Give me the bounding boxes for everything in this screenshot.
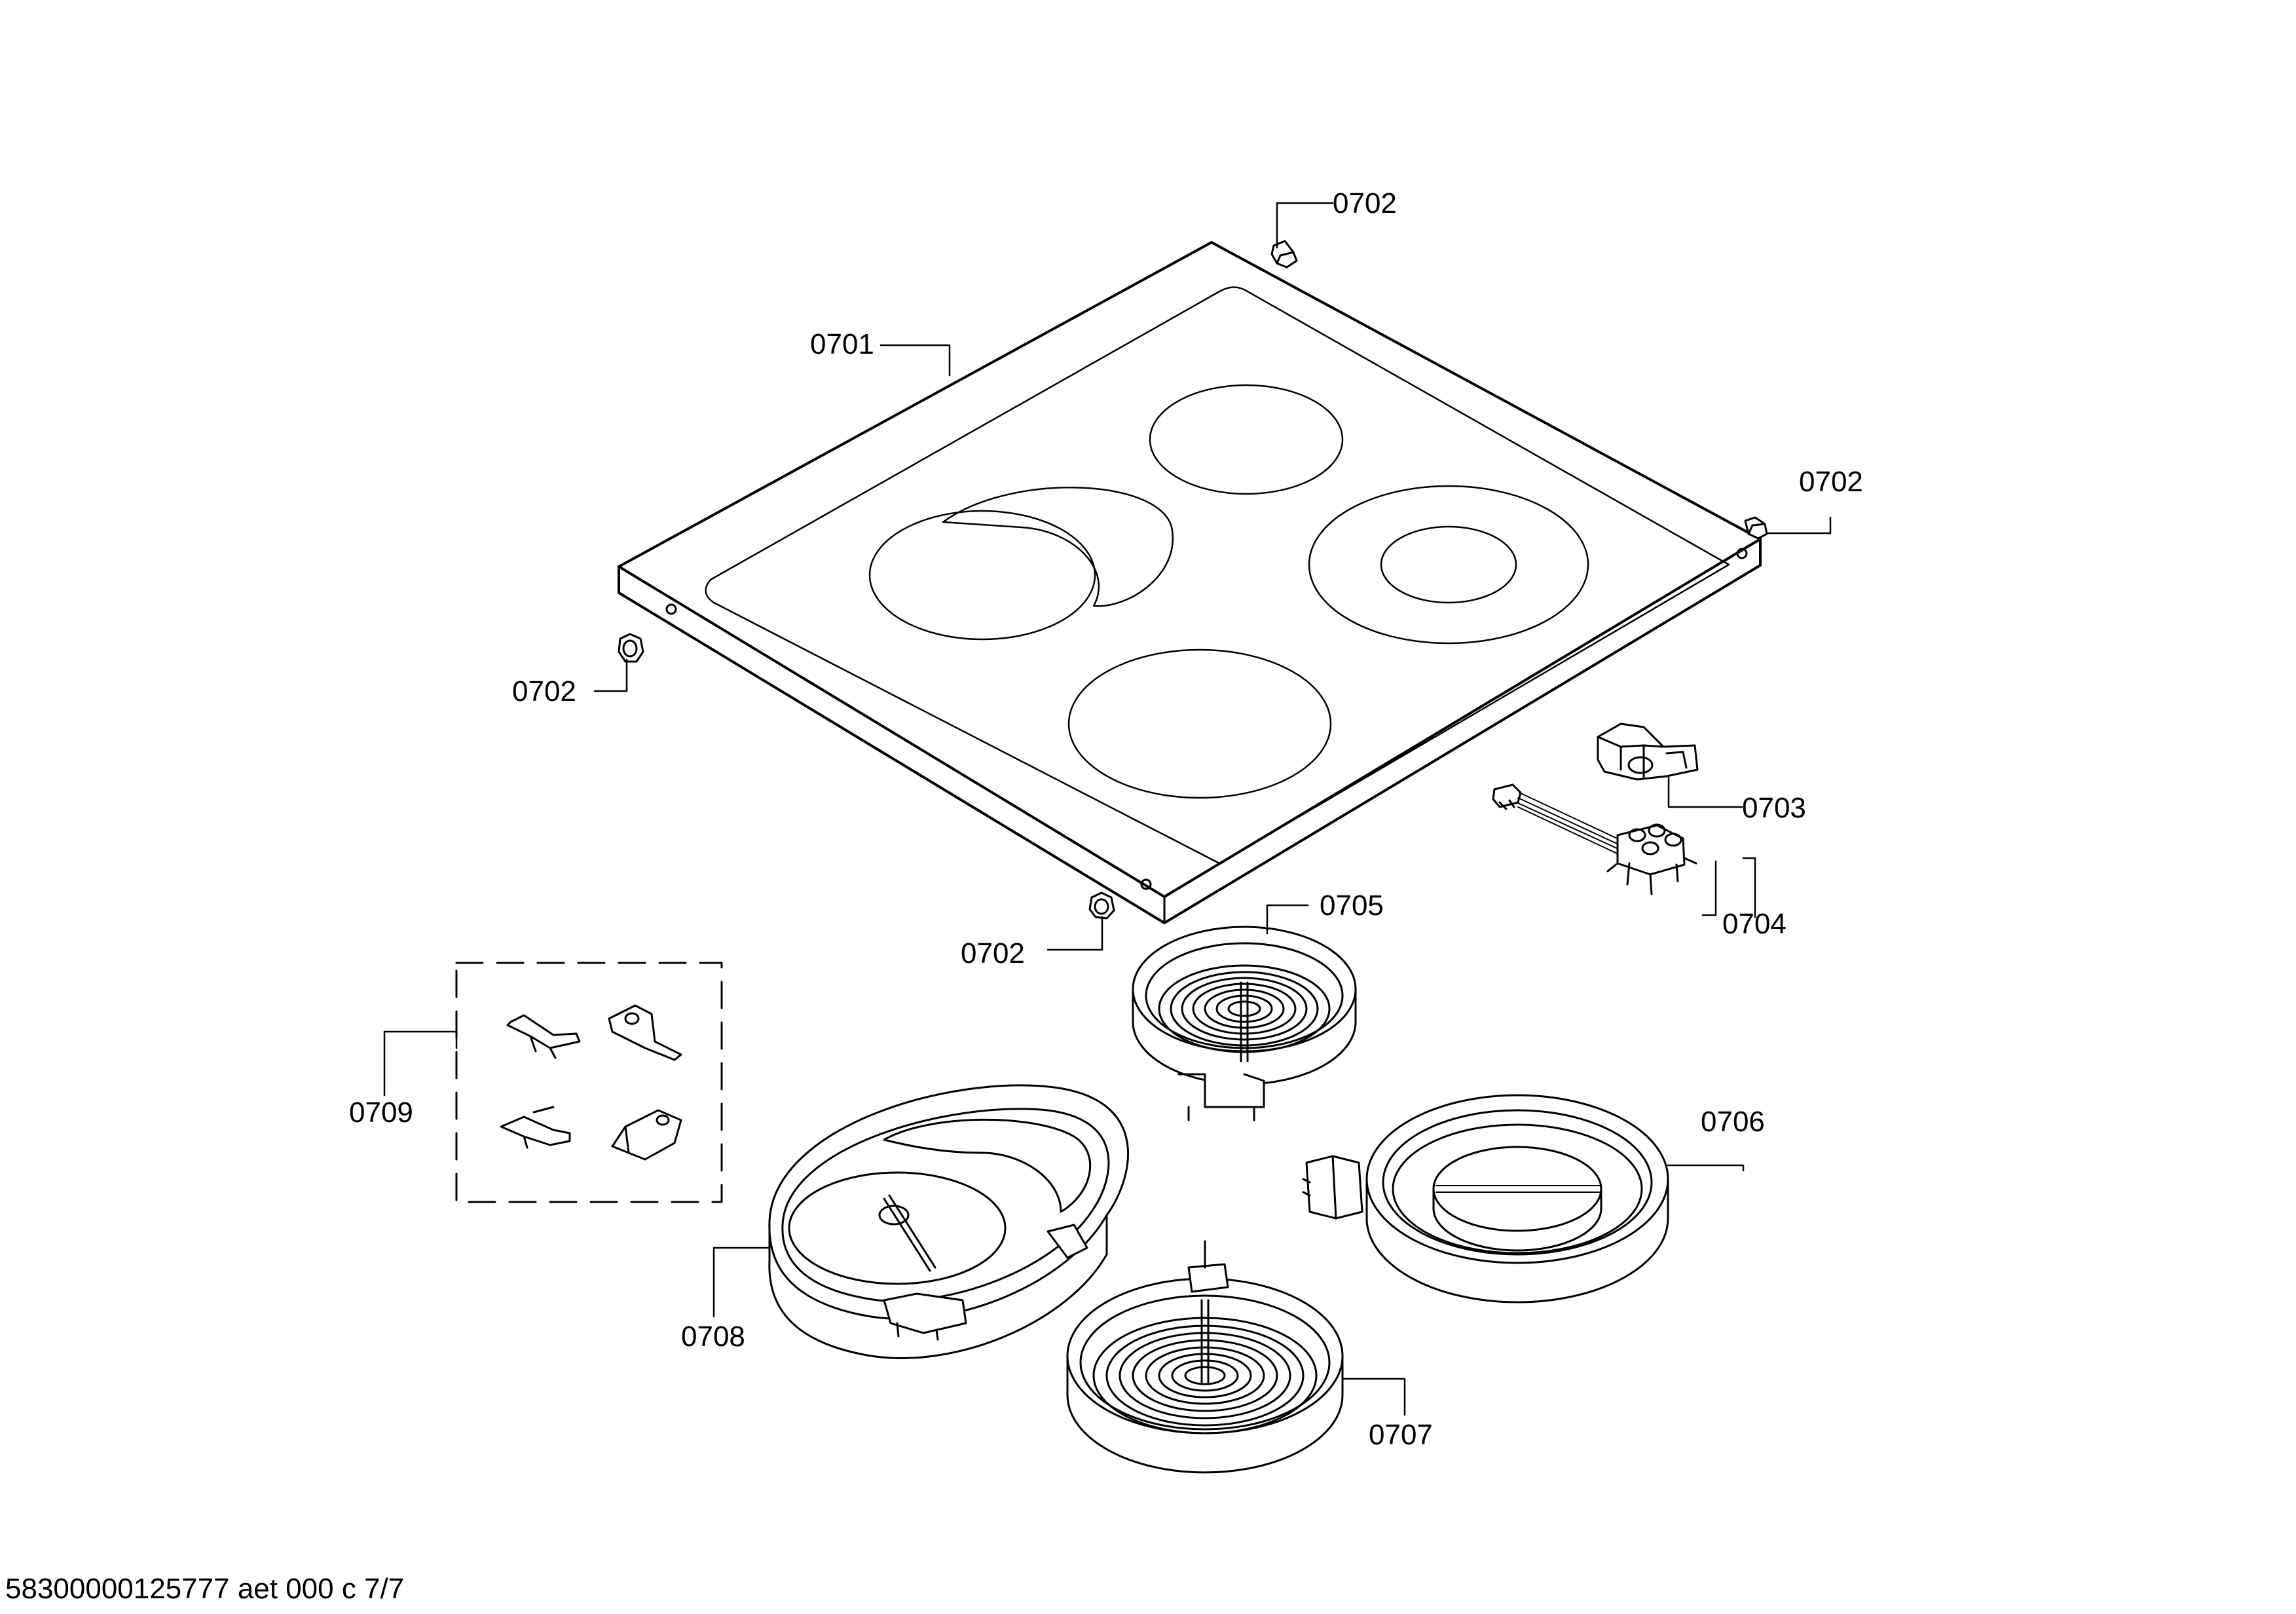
label-right-clip: 0702 (1799, 466, 1863, 498)
connector-cover[interactable] (1597, 723, 1699, 781)
label-large-heater: 0707 (1369, 1419, 1433, 1451)
zone-right-dual (1308, 485, 1589, 645)
label-oval-heater: 0708 (681, 1321, 745, 1353)
label-left-clip: 0702 (512, 675, 576, 707)
document-code: 58300000125777 aet 000 c 7/7 (5, 1573, 404, 1605)
clip-left[interactable] (618, 633, 644, 663)
label-small-heater: 0705 (1320, 890, 1384, 922)
label-clip-set: 0709 (349, 1097, 413, 1129)
clip-set-item-2 (608, 1004, 682, 1061)
label-front-clip: 0702 (961, 937, 1025, 969)
clip-set-item-4 (611, 1109, 682, 1161)
label-connector-cover: 0703 (1742, 792, 1806, 824)
zone-top-center (1149, 384, 1344, 495)
heater-large-radiant[interactable] (1066, 1240, 1344, 1474)
clip-right[interactable] (1744, 516, 1768, 540)
clip-set-item-1 (506, 1014, 581, 1059)
heater-oval-extended[interactable] (768, 1084, 1130, 1359)
clip-front[interactable] (1088, 891, 1115, 920)
terminal-block-with-wires[interactable] (1492, 783, 1697, 895)
zone-front-center (1067, 648, 1332, 799)
leader-lines (383, 202, 1832, 1416)
label-dual-heater: 0706 (1701, 1106, 1765, 1138)
heater-small-radiant[interactable] (1132, 926, 1357, 1121)
glass-cooktop-panel[interactable] (618, 241, 1762, 924)
label-top-clip: 0702 (1333, 187, 1397, 219)
zone-left-oval (868, 487, 1174, 641)
label-glass-top: 0701 (810, 328, 874, 360)
clip-set-group[interactable] (455, 962, 723, 1203)
clip-set-item-3 (500, 1106, 571, 1149)
label-terminal-block: 0704 (1722, 908, 1787, 940)
clip-top[interactable] (1270, 240, 1298, 269)
heater-dual-circuit[interactable] (1302, 1094, 1669, 1304)
